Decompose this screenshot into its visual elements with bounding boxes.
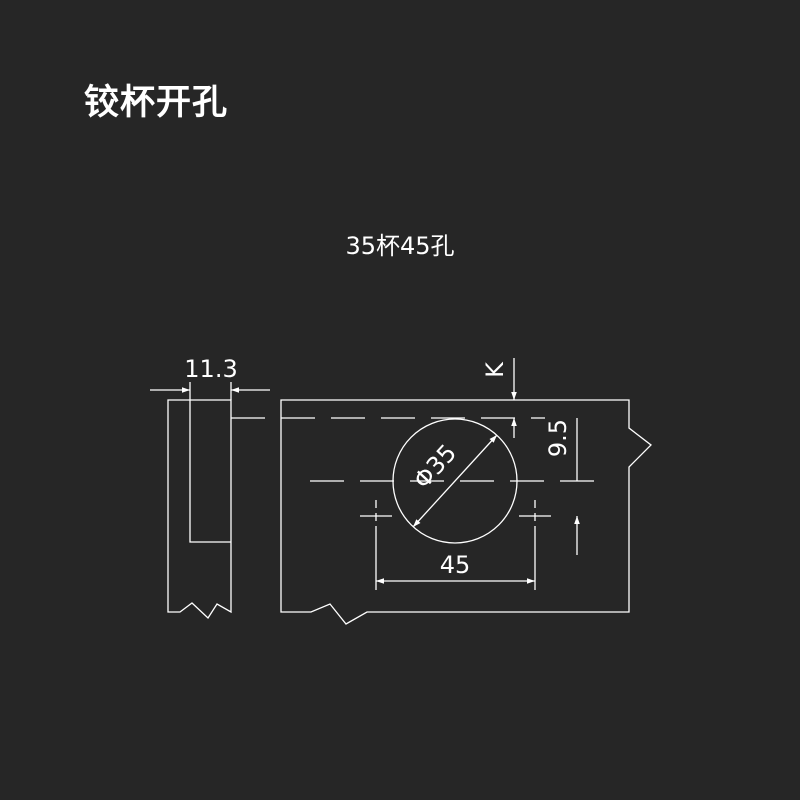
dimension-label-9-5: 9.5 [544,419,572,457]
drawing-caption: 35杯45孔 [345,232,455,260]
side-view-panel [167,399,232,620]
front-view-panel [280,399,652,625]
page-title: 铰杯开孔 [84,83,229,123]
dimension-label-45: 45 [440,551,471,579]
dimension-11-3: 11.3 [150,355,270,400]
dimension-label-11-3: 11.3 [184,355,237,383]
dimension-label-diameter: Φ35 [408,439,462,494]
cup-hole-circle [392,418,518,544]
dimension-k: K [481,358,517,438]
dimension-label-k: K [481,361,509,378]
centre-lines [231,417,600,532]
dimension-9-5: 9.5 [544,418,580,555]
dimension-45: 45 [375,532,536,590]
